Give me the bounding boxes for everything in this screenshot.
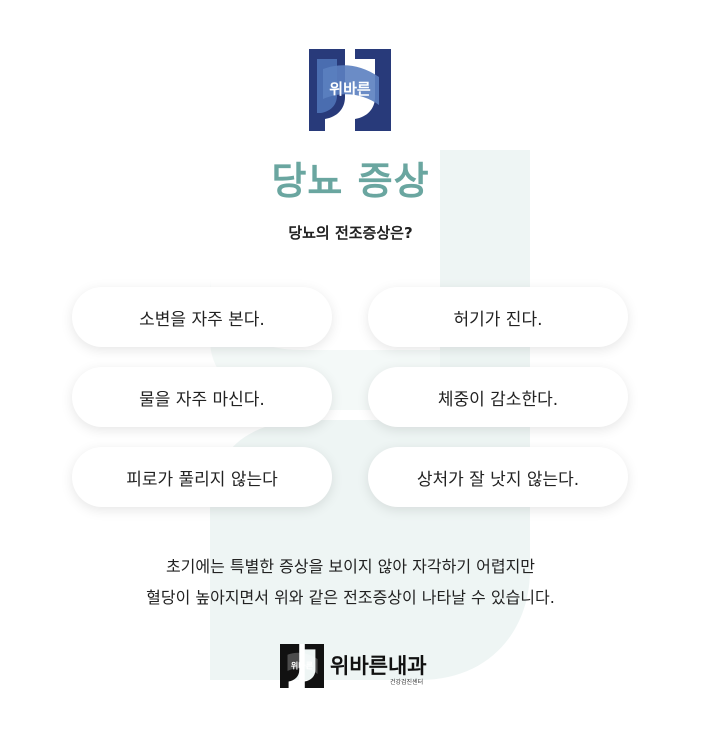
- page-title: 당뇨 증상: [271, 159, 430, 203]
- symptom-frequent-urination: 소변을 자주 본다.: [72, 287, 332, 347]
- page-subtitle: 당뇨의 전조증상은?: [288, 224, 413, 242]
- symptom-hunger: 허기가 진다.: [368, 287, 628, 347]
- description-line-2: 혈당이 높아지면서 위와 같은 전조증상이 나타날 수 있습니다.: [146, 588, 555, 607]
- small-logo-text: 위바른: [291, 661, 314, 671]
- description-line-1: 초기에는 특별한 증상을 보이지 않아 자각하기 어렵지만: [165, 557, 536, 576]
- wibareun-logo-icon: 위바른: [309, 49, 391, 131]
- wibareun-small-logo-icon: 위바른: [280, 644, 324, 688]
- symptom-fatigue: 피로가 풀리지 않는다: [72, 447, 332, 507]
- symptom-frequent-drinking: 물을 자주 마신다.: [72, 367, 332, 427]
- symptom-slow-healing: 상처가 잘 낫지 않는다.: [368, 447, 628, 507]
- symptom-weight-loss: 체중이 감소한다.: [368, 367, 628, 427]
- brand-subtitle: 건강검진센터: [390, 679, 424, 686]
- logo-text: 위바른: [329, 80, 371, 98]
- brand-name: 위바른내과: [330, 654, 427, 678]
